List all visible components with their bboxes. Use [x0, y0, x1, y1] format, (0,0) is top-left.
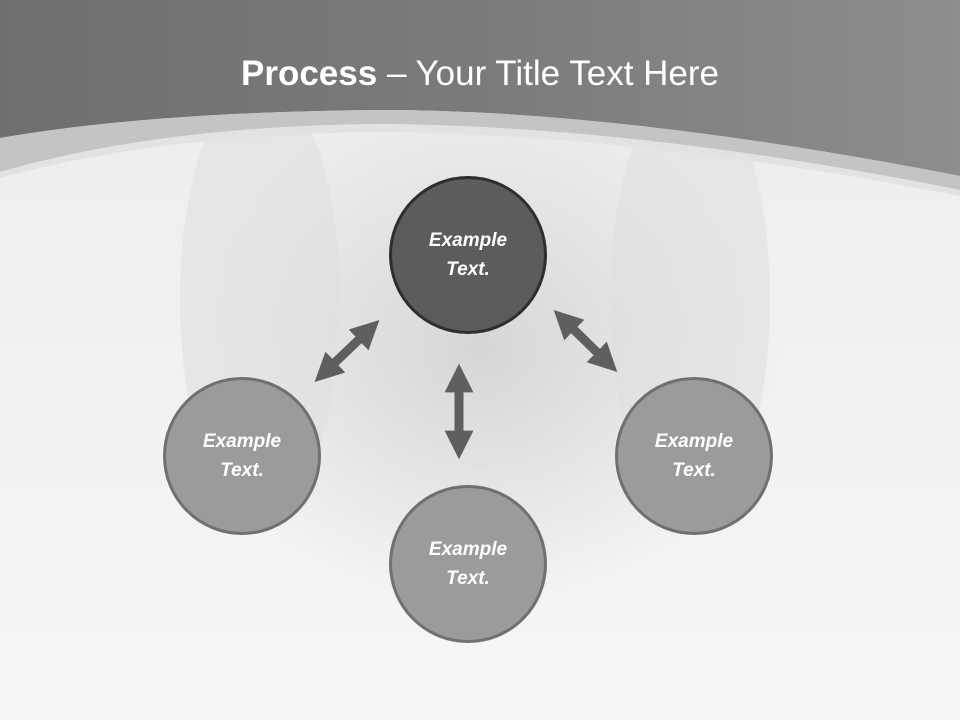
title-rest: – Your Title Text Here: [377, 54, 719, 93]
title-strong: Process: [241, 54, 378, 93]
node-right-line2: Text.: [672, 460, 716, 481]
node-bottom: Example Text.: [389, 485, 547, 643]
node-bottom-line1: Example: [428, 539, 508, 560]
slide-title: Process – Your Title Text Here: [0, 52, 960, 96]
node-top: Example Text.: [389, 176, 547, 334]
node-left: Example Text.: [163, 377, 321, 535]
node-right-line1: Example: [654, 431, 734, 452]
node-top-line1: Example: [428, 230, 508, 251]
node-top-line2: Text.: [446, 259, 490, 280]
node-left-line1: Example: [202, 431, 282, 452]
node-right: Example Text.: [615, 377, 773, 535]
node-left-line2: Text.: [220, 460, 264, 481]
node-bottom-line2: Text.: [446, 568, 490, 589]
